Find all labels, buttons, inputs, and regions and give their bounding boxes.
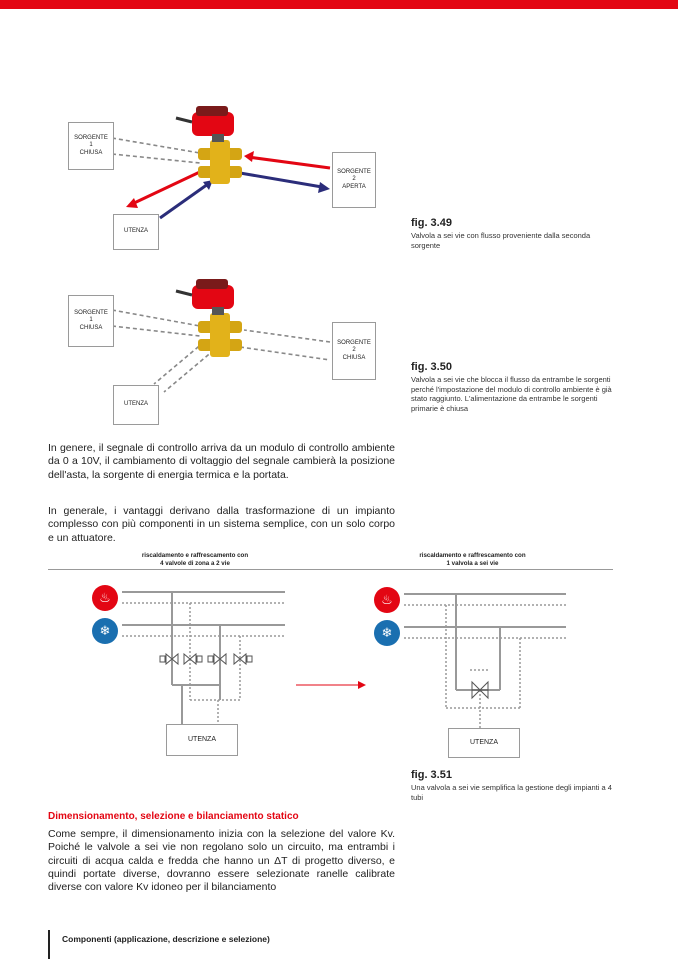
sorgente-2-box: SORGENTE 2 CHIUSA (332, 322, 376, 380)
utenza-box: UTENZA (113, 214, 159, 250)
sorgente-2-box: SORGENTE 2 APERTA (332, 152, 376, 208)
section-text: Come sempre, il dimensionamento inizia c… (48, 828, 395, 894)
fig-caption: Valvola a sei vie che blocca il flusso d… (411, 375, 612, 413)
divider (48, 569, 613, 570)
top-accent-bar (0, 0, 678, 9)
sorgente-1-box: SORGENTE 1 CHIUSA (68, 122, 114, 170)
heating-icon: ♨ (92, 585, 118, 611)
section-title: Dimensionamento, selezione e bilanciamen… (48, 811, 299, 822)
left-utenza-box: UTENZA (166, 724, 238, 756)
fig-number: fig. 3.50 (411, 361, 452, 373)
fig-number: fig. 3.51 (411, 769, 452, 781)
footer-bar (48, 930, 50, 959)
footer-text: Componenti (applicazione, descrizione e … (62, 934, 270, 944)
paragraph-1: In genere, il segnale di controllo arriv… (48, 442, 395, 481)
heating-icon: ♨ (374, 587, 400, 613)
fig-3-51-caption-block: fig. 3.51 Una valvola a sei vie semplifi… (411, 769, 616, 802)
right-utenza-box: UTENZA (448, 728, 520, 758)
fig-3-49-caption-block: fig. 3.49 Valvola a sei vie con flusso p… (411, 217, 611, 250)
paragraph-2: In generale, i vantaggi derivano dalla t… (48, 505, 395, 544)
fig-caption: Valvola a sei vie con flusso proveniente… (411, 231, 591, 250)
fig-3-50-caption-block: fig. 3.50 Valvola a sei vie che blocca i… (411, 361, 616, 413)
snowflake-icon: ❄ (374, 620, 400, 646)
fig-number: fig. 3.49 (411, 217, 452, 229)
snowflake-icon: ❄ (92, 618, 118, 644)
fig-caption: Una valvola a sei vie semplifica la gest… (411, 783, 612, 802)
right-column-title: riscaldamento e raffrescamento con 1 val… (419, 552, 526, 567)
sorgente-1-box: SORGENTE 1 CHIUSA (68, 295, 114, 347)
utenza-box: UTENZA (113, 385, 159, 425)
left-column-title: riscaldamento e raffrescamento con 4 val… (141, 552, 249, 567)
